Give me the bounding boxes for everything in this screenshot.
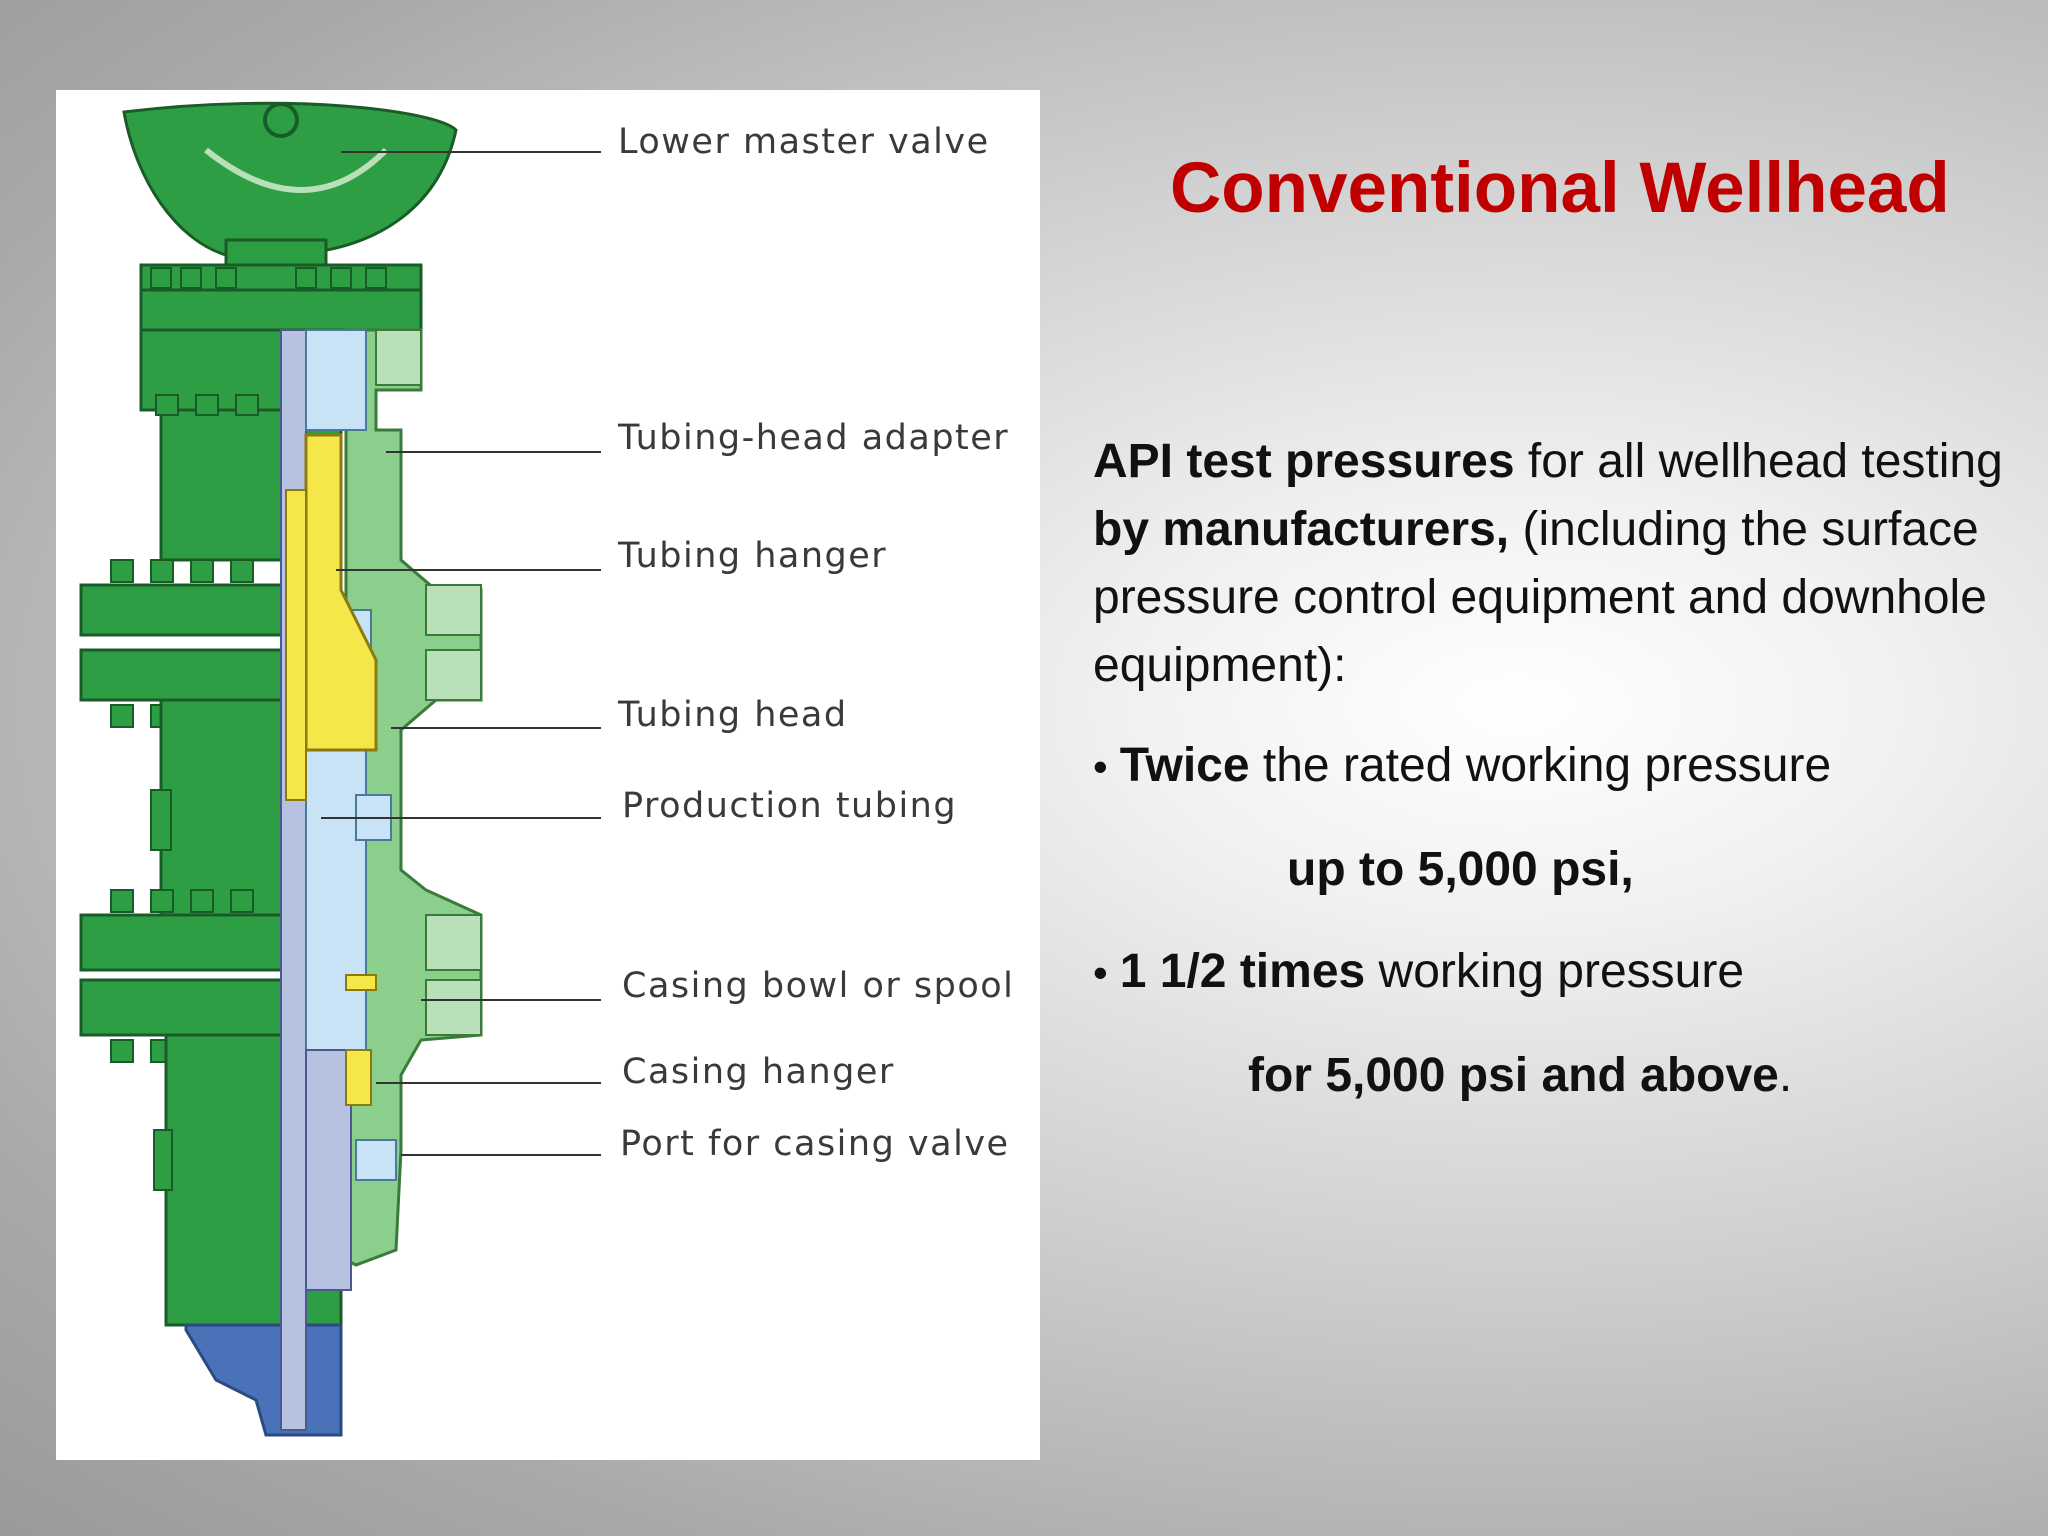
- bullet-one-half-sub: for 5,000 psi and above.: [1248, 1048, 1792, 1103]
- bullet-twice-rest: the rated working pressure: [1249, 739, 1832, 792]
- surface-casing: [184, 1323, 343, 1437]
- label-tubing-head-adapter: Tubing-head adapter: [618, 418, 1010, 458]
- casing-hanger: [345, 1049, 372, 1106]
- bullet-one-half: •1 1/2 times working pressure: [1093, 944, 1744, 999]
- paragraph-text-1: for all wellhead testing: [1514, 435, 2003, 488]
- wellhead-cross-section: [79, 101, 601, 1437]
- wellhead-diagram: Lower master valve Tubing-head adapter T…: [56, 90, 1040, 1460]
- bullet-one-half-sub-period: .: [1778, 1049, 1793, 1102]
- bullet-one-half-bold: 1 1/2 times: [1119, 945, 1366, 998]
- paragraph-text-2: (including the surface pressure control …: [1093, 503, 1987, 692]
- lower-master-valve-handwheel: [122, 101, 458, 257]
- label-lower-master-valve: Lower master valve: [618, 122, 990, 162]
- label-casing-bowl: Casing bowl or spool: [622, 966, 1015, 1006]
- label-tubing-head: Tubing head: [618, 695, 848, 735]
- bullet-twice-sub: up to 5,000 psi,: [1287, 843, 1634, 896]
- bullet-icon: •: [1093, 949, 1108, 996]
- bullet-one-half-rest: working pressure: [1365, 945, 1745, 998]
- by-manufacturers-bold: by manufacturers,: [1093, 503, 1510, 556]
- api-pressure-paragraph: API test pressures for all wellhead test…: [1093, 428, 2023, 700]
- bullet-twice-bold: Twice: [1119, 739, 1250, 792]
- bullet-one-half-sub-bold: for 5,000 psi and above: [1248, 1049, 1779, 1102]
- label-port-casing-valve: Port for casing valve: [620, 1124, 1010, 1164]
- api-test-pressures-bold: API test pressures: [1093, 435, 1515, 488]
- slide-title: Conventional Wellhead: [1170, 149, 1950, 228]
- label-casing-hanger: Casing hanger: [622, 1052, 895, 1092]
- bullet-twice: •Twice the rated working pressure: [1093, 738, 1831, 793]
- bullet-icon: •: [1093, 743, 1108, 790]
- label-tubing-hanger: Tubing hanger: [618, 536, 888, 576]
- label-production-tubing: Production tubing: [622, 786, 958, 826]
